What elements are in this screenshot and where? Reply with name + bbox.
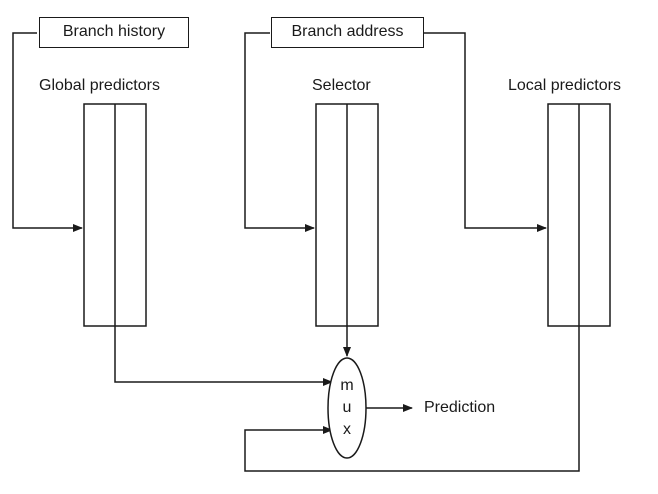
selector-label: Selector — [312, 77, 371, 94]
mux-letter-u: u — [342, 399, 352, 416]
mux-ellipse — [327, 357, 367, 459]
branch-history-label: Branch history — [62, 23, 166, 40]
local-to-mux-arrow — [244, 326, 580, 472]
mux-letter-m: m — [340, 377, 354, 394]
global-predictors-label: Global predictors — [39, 77, 160, 94]
branch-history-arrow — [12, 32, 83, 232]
global-predictor-table — [83, 103, 147, 327]
branch-address-label: Branch address — [291, 23, 404, 40]
branch-address-box: Branch address — [271, 17, 424, 48]
branch-history-box: Branch history — [39, 17, 189, 48]
branch-address-to-selector-arrow — [244, 32, 315, 232]
branch-address-to-local-arrow — [424, 32, 547, 232]
selector-table — [315, 103, 379, 327]
local-predictor-table — [547, 103, 611, 327]
mux-letter-x: x — [343, 421, 351, 438]
prediction-label: Prediction — [424, 399, 496, 416]
global-to-mux-arrow — [114, 326, 333, 386]
local-predictors-label: Local predictors — [508, 77, 621, 94]
